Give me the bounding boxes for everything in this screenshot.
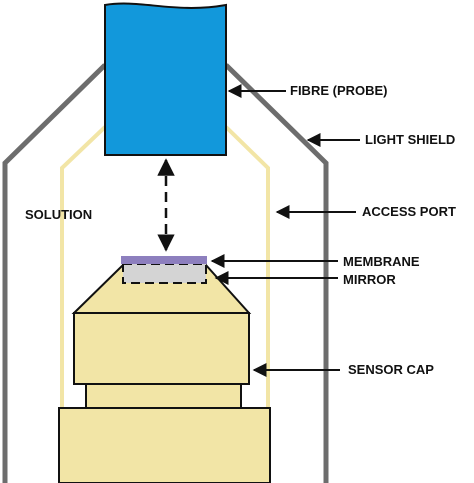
light-shield-right-wall	[224, 63, 329, 483]
solution-label: SOLUTION	[25, 207, 93, 222]
fibre-label: FIBRE (PROBE)	[290, 83, 388, 98]
mirror	[122, 263, 207, 284]
sensor-cap-base	[58, 407, 271, 483]
sensor-cap-neck	[85, 383, 242, 409]
sensor-cap-label: SENSOR CAP	[348, 362, 434, 377]
membrane	[121, 256, 207, 264]
light-shield-label: LIGHT SHIELD	[365, 132, 456, 147]
light-shield-left-wall	[2, 63, 107, 483]
mirror-label: MIRROR	[343, 272, 396, 287]
inner-wall-left	[60, 125, 107, 483]
access-port-label: ACCESS PORT	[362, 204, 456, 219]
inner-wall-right	[224, 125, 270, 483]
membrane-label: MEMBRANE	[343, 254, 420, 269]
sensor-cap-body	[73, 312, 250, 385]
fibre-probe	[104, 2, 227, 156]
